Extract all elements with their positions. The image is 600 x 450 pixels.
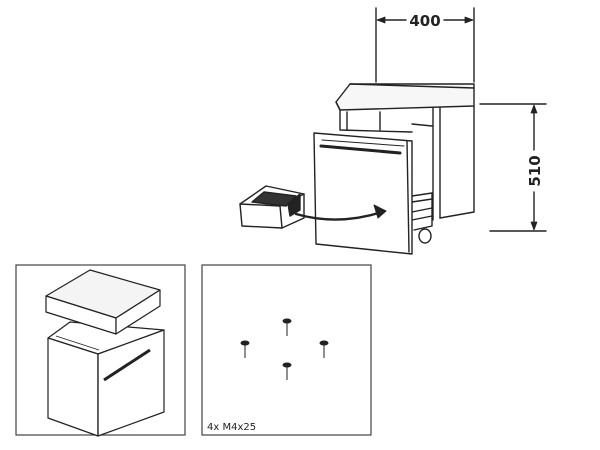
screw-panel-border (201, 264, 372, 436)
screw-panel: 4x M4x25 (201, 264, 372, 436)
cabinet-lid (45, 269, 161, 335)
screw-caption: 4x M4x25 (207, 422, 256, 433)
drawer-frame (411, 192, 433, 244)
cabinet-top-slab (335, 83, 475, 111)
height-label: 510 (526, 155, 544, 186)
assembly-panel (15, 264, 186, 437)
drawer-insert-box (239, 185, 305, 229)
width-label: 400 (409, 12, 440, 30)
screw-icon (282, 318, 292, 336)
cabinet-cube (47, 321, 165, 437)
cabinet-drawing (239, 83, 475, 255)
screw-icon (240, 340, 250, 358)
insert-direction-arrow (294, 204, 387, 221)
height-dimension (479, 103, 547, 232)
screw-icon (282, 362, 292, 380)
screw-icon (319, 340, 329, 358)
drawer-front (313, 132, 413, 255)
width-dimension (375, 7, 475, 83)
cabinet-body (339, 105, 475, 221)
